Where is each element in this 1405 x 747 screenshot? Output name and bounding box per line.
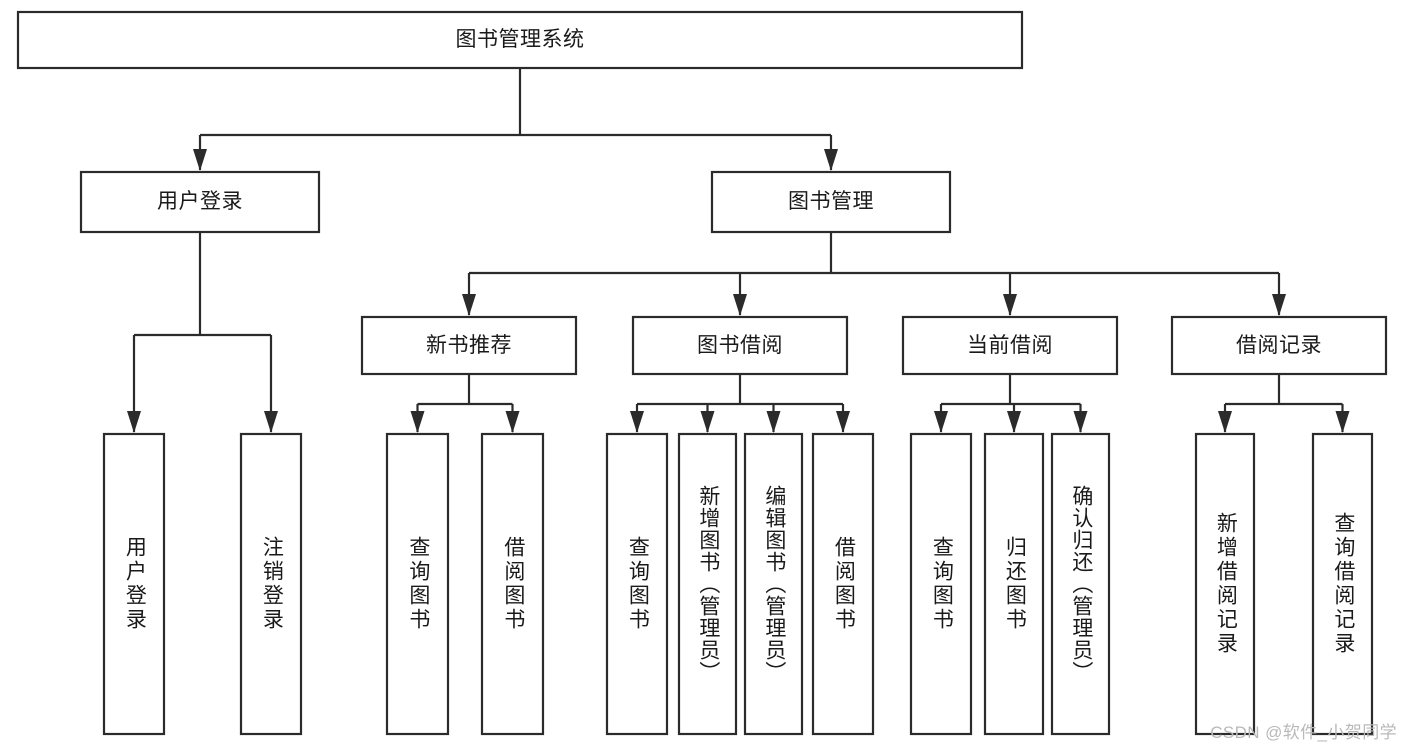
node-boxes-group — [16, 10, 1388, 736]
arrow-l3-1-leaf-3 — [836, 411, 850, 433]
arrow-l3-0-leaf-1 — [505, 411, 520, 433]
arrow-l3-3-leaf-0 — [1218, 411, 1232, 433]
node-leaf-11[interactable] — [1194, 432, 1256, 736]
arrow-mgmt-to-l3-2 — [1003, 294, 1017, 316]
node-leaf-1[interactable] — [239, 432, 303, 736]
arrow-root-to-l2-0 — [193, 149, 207, 171]
arrow-user-leaf-1 — [264, 411, 278, 433]
node-leaf-2[interactable] — [385, 432, 450, 736]
node-root[interactable] — [16, 10, 1024, 70]
arrow-l3-1-leaf-0 — [630, 411, 644, 433]
node-leaf-6[interactable] — [743, 432, 804, 736]
node-leaf-0[interactable] — [102, 432, 166, 736]
connectors-group — [127, 68, 1350, 433]
node-leaf-5[interactable] — [677, 432, 738, 736]
node-leaf-4[interactable] — [605, 432, 669, 736]
arrow-user-leaf-0 — [127, 411, 141, 433]
node-level3-0[interactable] — [360, 315, 578, 376]
arrow-l3-0-leaf-0 — [410, 411, 425, 433]
node-leaf-7[interactable] — [811, 432, 875, 736]
node-level3-1[interactable] — [631, 315, 849, 376]
arrow-mgmt-to-l3-3 — [1272, 294, 1286, 316]
node-leaf-8[interactable] — [909, 432, 973, 736]
node-leaf-10[interactable] — [1050, 432, 1111, 736]
arrow-l3-1-leaf-1 — [700, 411, 715, 433]
watermark-text: CSDN @软件_小贺同学 — [1210, 723, 1397, 742]
node-leaf-12[interactable] — [1311, 432, 1374, 736]
node-level3-2[interactable] — [901, 315, 1119, 376]
node-level2-1[interactable] — [710, 170, 952, 234]
arrow-l3-2-leaf-1 — [1007, 411, 1021, 433]
node-level2-0[interactable] — [79, 170, 321, 234]
arrow-l3-1-leaf-2 — [766, 411, 781, 433]
node-level3-3[interactable] — [1170, 315, 1388, 376]
arrow-mgmt-to-l3-1 — [733, 294, 747, 316]
arrow-l3-2-leaf-0 — [934, 411, 948, 433]
node-leaf-3[interactable] — [480, 432, 545, 736]
arrow-root-to-l2-1 — [824, 149, 838, 171]
arrow-l3-2-leaf-2 — [1073, 411, 1088, 433]
arrow-l3-3-leaf-1 — [1335, 411, 1350, 433]
arrow-mgmt-to-l3-0 — [462, 294, 476, 316]
node-leaf-9[interactable] — [983, 432, 1045, 736]
